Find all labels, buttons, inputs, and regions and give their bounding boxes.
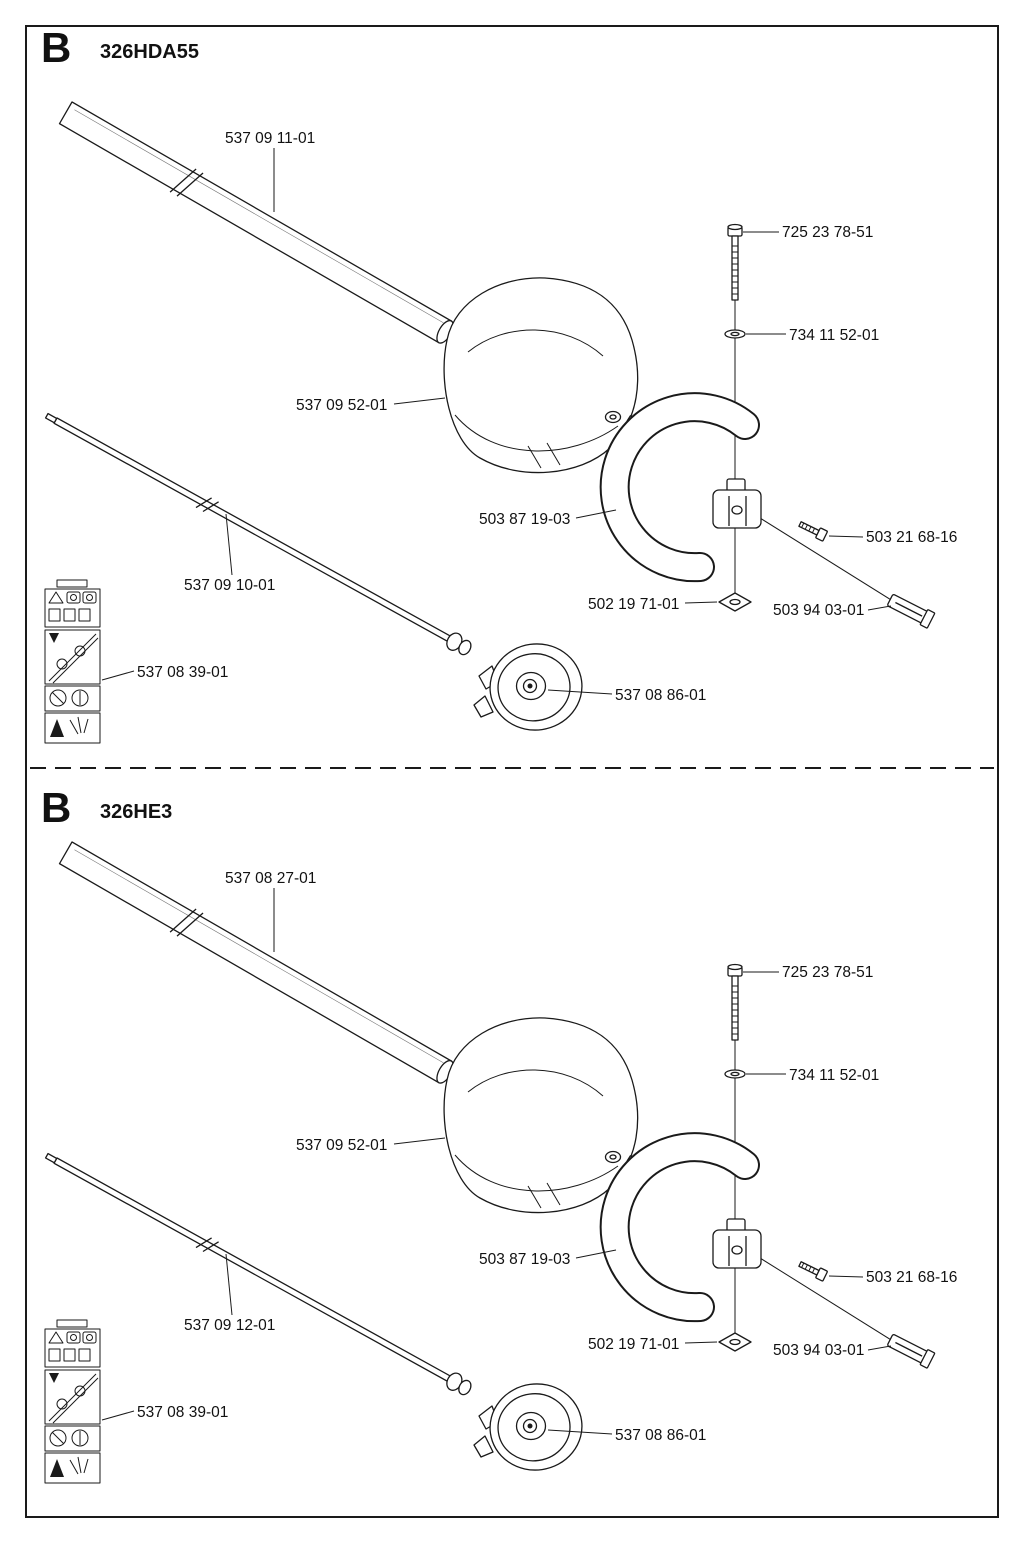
- part-label-guard: 537 09 52-01: [296, 397, 388, 414]
- part-label-screw: 503 21 68-16: [866, 1269, 958, 1286]
- part-label-bolt: 725 23 78-51: [782, 224, 874, 241]
- part-label-nut: 502 19 71-01: [588, 1336, 680, 1353]
- part-label-trimmer-head: 537 08 86-01: [615, 1427, 707, 1444]
- part-label-nut: 502 19 71-01: [588, 596, 680, 613]
- section-model-name: 326HDA55: [100, 41, 199, 63]
- section-header-letter: B: [41, 784, 72, 831]
- diagram-326HDA55: [42, 99, 934, 743]
- part-label-washer: 734 11 52-01: [789, 1067, 880, 1084]
- part-label-guard: 537 09 52-01: [296, 1137, 388, 1154]
- part-label-tool: 503 94 03-01: [773, 602, 865, 619]
- part-label-shaft-tube: 537 09 11-01: [225, 130, 316, 147]
- section-model-name: 326HE3: [100, 801, 173, 823]
- diagram-326HE3: [42, 839, 934, 1483]
- part-label-loop-handle: 503 87 19-03: [479, 1251, 571, 1268]
- part-label-shaft-tube: 537 08 27-01: [225, 870, 317, 887]
- part-label-drive-shaft: 537 09 10-01: [184, 577, 276, 594]
- part-label-trimmer-head: 537 08 86-01: [615, 687, 707, 704]
- part-label-bolt: 725 23 78-51: [782, 964, 874, 981]
- part-label-screw: 503 21 68-16: [866, 529, 958, 546]
- part-label-tool: 503 94 03-01: [773, 1342, 865, 1359]
- part-label-safety-decal: 537 08 39-01: [137, 1404, 229, 1421]
- part-label-drive-shaft: 537 09 12-01: [184, 1317, 276, 1334]
- section-header-letter: B: [41, 24, 72, 71]
- part-label-loop-handle: 503 87 19-03: [479, 511, 571, 528]
- part-label-washer: 734 11 52-01: [789, 327, 880, 344]
- part-label-safety-decal: 537 08 39-01: [137, 664, 229, 681]
